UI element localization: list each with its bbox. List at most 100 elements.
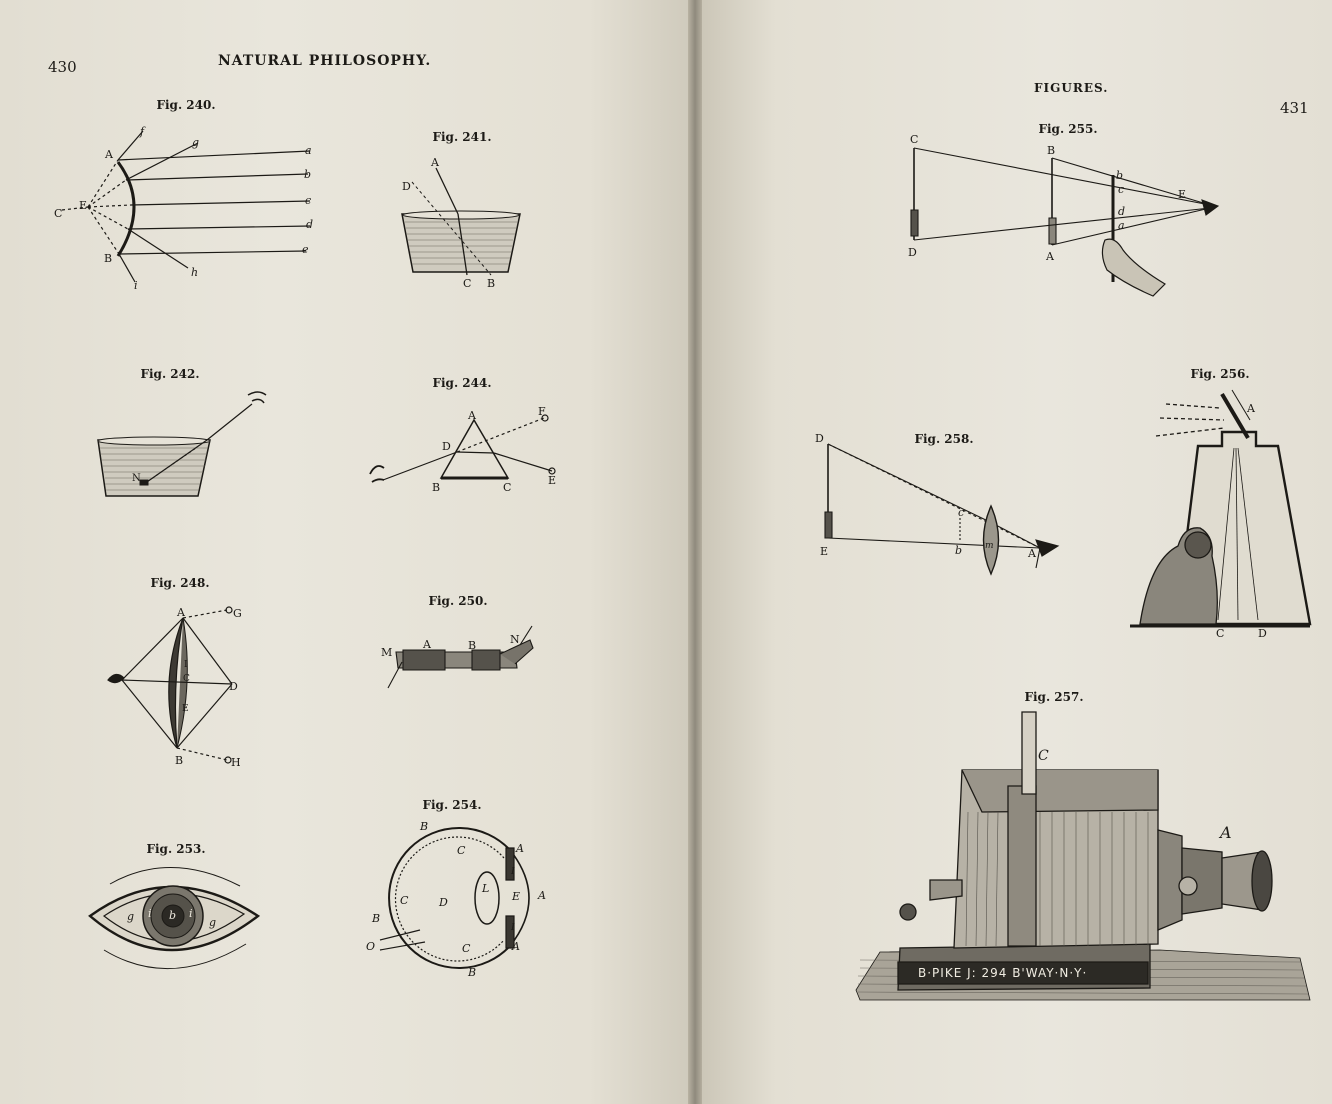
fig-255-label-e-upper: E bbox=[1178, 188, 1186, 201]
fig-255-label-d: d bbox=[1118, 205, 1125, 218]
fig-255-label-a: a bbox=[1118, 219, 1125, 232]
fig-254-label-b-left: B bbox=[371, 912, 380, 925]
fig-248-label-g: G bbox=[233, 607, 242, 620]
fig-248-label-i: I bbox=[184, 660, 188, 670]
fig-254-label-a-bottom: A bbox=[511, 940, 520, 953]
fig-254-label-o: O bbox=[366, 940, 375, 953]
fig-240-label-h: h bbox=[191, 266, 198, 279]
fig-240-label-a-upper: A bbox=[104, 148, 114, 161]
fig-253-label-g-right: g bbox=[209, 916, 216, 929]
fig-240-label-d: d bbox=[306, 218, 313, 231]
running-head-left: NATURAL PHILOSOPHY. bbox=[218, 53, 432, 69]
fig-248-caption: Fig. 248. bbox=[150, 576, 210, 590]
fig-250-label-n: N bbox=[510, 633, 520, 646]
fig-257-caption: Fig. 257. bbox=[1024, 690, 1084, 704]
fig-257-label-c: C bbox=[1038, 748, 1049, 764]
fig-240-label-f: f bbox=[139, 125, 146, 138]
fig-254-label-a-top: A bbox=[515, 842, 524, 855]
fig-240-label-g: g bbox=[192, 136, 199, 149]
fig-240-caption: Fig. 240. bbox=[156, 98, 216, 112]
fig-255-label-c-upper: C bbox=[910, 133, 918, 146]
fig-253-caption: Fig. 253. bbox=[146, 842, 206, 856]
fig-240-label-i: i bbox=[134, 279, 138, 292]
page-number-left: 430 bbox=[48, 58, 77, 76]
fig-254-label-d: D bbox=[438, 896, 448, 909]
fig-254-label-b-bottom: B bbox=[467, 966, 476, 979]
fig-256-label-d: D bbox=[1258, 627, 1267, 640]
fig-258-label-d-upper: D bbox=[815, 432, 824, 445]
fig-254-label-c-top: C bbox=[457, 844, 466, 857]
fig-248-label-h: H bbox=[231, 756, 241, 769]
fig-254-label-c-left: C bbox=[400, 894, 409, 907]
fig-256-label-a: A bbox=[1246, 402, 1256, 415]
fig-255-caption: Fig. 255. bbox=[1038, 122, 1098, 136]
fig-240-label-b: b bbox=[304, 168, 311, 181]
fig-240-label-c-upper: C bbox=[54, 207, 62, 220]
fig-253-label-i-right: i bbox=[189, 907, 193, 920]
fig-254-label-b-top: B bbox=[419, 820, 428, 833]
fig-240-label-a: a bbox=[305, 144, 312, 157]
fig-241-label-d: D bbox=[402, 180, 411, 193]
fig-241-label-b: B bbox=[487, 277, 495, 290]
fig-248-label-a: A bbox=[176, 606, 186, 619]
fig-258-label-b: b bbox=[955, 544, 962, 557]
fig-244-label-b: B bbox=[432, 481, 440, 494]
fig-256-caption: Fig. 256. bbox=[1190, 367, 1250, 381]
fig-257-imprint: B·PIKE J: 294 B'WAY·N·Y· bbox=[918, 966, 1087, 980]
fig-253-label-i-left: i bbox=[148, 907, 152, 920]
fig-244-caption: Fig. 244. bbox=[432, 376, 492, 390]
fig-242-caption: Fig. 242. bbox=[140, 367, 200, 381]
fig-255-label-c: c bbox=[1118, 183, 1124, 196]
fig-255-label-b-upper: B bbox=[1047, 144, 1055, 157]
fig-254-label-e: E bbox=[511, 890, 520, 903]
fig-248-label-d: D bbox=[229, 680, 238, 693]
fig-241-caption: Fig. 241. bbox=[432, 130, 492, 144]
fig-248-label-c: C bbox=[183, 674, 190, 684]
fig-240-label-e-upper: E bbox=[79, 199, 87, 212]
fig-244-label-a: A bbox=[467, 409, 477, 422]
fig-242-label-n: N bbox=[132, 473, 141, 484]
fig-250-caption: Fig. 250. bbox=[428, 594, 488, 608]
fig-250-label-a: A bbox=[422, 638, 432, 651]
fig-244-label-c: C bbox=[503, 481, 511, 494]
fig-254-label-i-bottom: I bbox=[510, 923, 515, 933]
fig-253-label-g-left: g bbox=[127, 910, 134, 923]
fig-256-label-c: C bbox=[1216, 627, 1224, 640]
fig-255-label-a-upper: A bbox=[1045, 250, 1055, 263]
fig-257-label-a: A bbox=[1218, 823, 1232, 842]
fig-240-label-c: c bbox=[305, 194, 311, 207]
fig-258-label-m: m bbox=[985, 541, 994, 551]
fig-258-caption: Fig. 258. bbox=[914, 432, 974, 446]
fig-240-label-e: e bbox=[302, 243, 309, 256]
fig-253-label-b: b bbox=[169, 909, 176, 922]
fig-244-label-d: D bbox=[442, 440, 451, 453]
running-head-right: FIGURES. bbox=[1034, 81, 1109, 95]
fig-250-label-m: M bbox=[381, 646, 392, 659]
fig-254-label-l: L bbox=[481, 882, 489, 895]
fig-250-label-b: B bbox=[468, 639, 476, 652]
fig-255-label-d-upper: D bbox=[908, 246, 917, 259]
fig-248-label-e: E bbox=[182, 704, 189, 714]
fig-240-label-b-upper: B bbox=[104, 252, 112, 265]
fig-248-label-b: B bbox=[175, 754, 183, 767]
fig-254-caption: Fig. 254. bbox=[422, 798, 482, 812]
fig-258-label-a-upper: A bbox=[1027, 547, 1037, 560]
fig-254-label-c-bottom: C bbox=[462, 942, 471, 955]
fig-258-label-c: c bbox=[958, 506, 964, 519]
fig-254-label-i-top: I bbox=[510, 867, 515, 877]
fig-244-label-f: F bbox=[538, 405, 546, 418]
fig-255-label-b: b bbox=[1116, 169, 1123, 182]
fig-258-label-e-upper: E bbox=[820, 545, 828, 558]
